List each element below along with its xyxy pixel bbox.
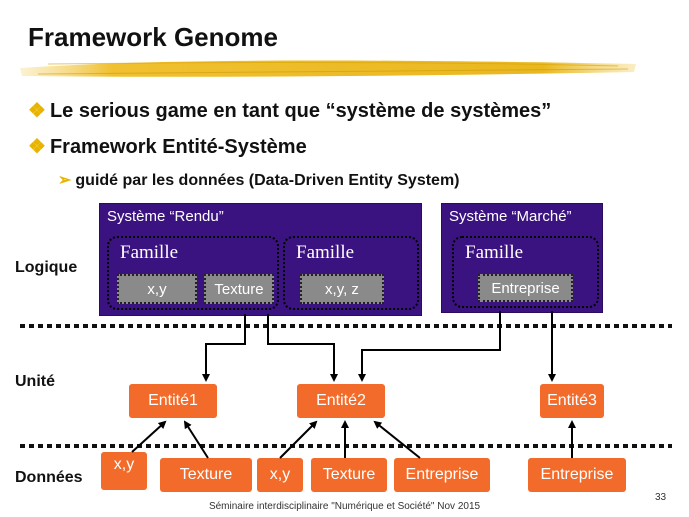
title-underline-brush xyxy=(20,60,636,77)
row-label-logique: Logique xyxy=(15,259,78,276)
system-marche: Système “Marché” Famille Entreprise xyxy=(441,203,603,313)
data-texture-2: Texture xyxy=(311,458,387,492)
component-xyz: x,y, z xyxy=(300,274,384,304)
slide-title: Framework Genome xyxy=(28,22,278,52)
family-rendu-2: Famille x,y, z xyxy=(283,236,419,310)
component-texture: Texture xyxy=(204,274,274,304)
component-xy: x,y xyxy=(117,274,197,304)
sub-bullet: ➢guidé par les données (Data-Driven Enti… xyxy=(58,170,460,190)
data-texture-1: Texture xyxy=(160,458,252,492)
data-xy-1: x,y xyxy=(101,452,147,490)
diamond-bullet-icon: ❖ xyxy=(28,100,46,122)
family-label: Famille xyxy=(120,242,179,263)
family-label: Famille xyxy=(296,242,355,263)
bullet-2-text: Framework Entité-Système xyxy=(49,136,307,158)
family-marche: Famille Entreprise xyxy=(452,236,599,308)
data-entreprise-1: Entreprise xyxy=(394,458,490,492)
system-marche-label: Système “Marché” xyxy=(449,208,572,225)
data-xy-2: x,y xyxy=(257,458,303,492)
bullet-2: ❖Framework Entité-Système xyxy=(28,134,307,159)
component-entreprise: Entreprise xyxy=(478,274,573,302)
row-label-unite: Unité xyxy=(15,373,55,390)
data-entreprise-2: Entreprise xyxy=(528,458,626,492)
system-rendu-label: Système “Rendu” xyxy=(107,208,224,225)
family-label: Famille xyxy=(465,242,524,263)
arrow-bullet-icon: ➢ xyxy=(58,172,72,189)
system-rendu: Système “Rendu” Famille x,y Texture Fami… xyxy=(99,203,422,316)
sub-bullet-text: guidé par les données (Data-Driven Entit… xyxy=(75,172,460,189)
entity-3: Entité3 xyxy=(540,384,604,418)
page-number: 33 xyxy=(655,492,667,503)
row-label-donnees: Données xyxy=(15,469,83,486)
diamond-bullet-icon: ❖ xyxy=(28,136,46,158)
bullet-1: ❖Le serious game en tant que “système de… xyxy=(28,98,551,123)
family-rendu-1: Famille x,y Texture xyxy=(107,236,279,310)
slide-footer: Séminaire interdisciplinaire "Numérique … xyxy=(208,501,481,512)
entity-1: Entité1 xyxy=(129,384,217,418)
bullet-1-text: Le serious game en tant que “système de … xyxy=(49,100,552,122)
entity-2: Entité2 xyxy=(297,384,385,418)
